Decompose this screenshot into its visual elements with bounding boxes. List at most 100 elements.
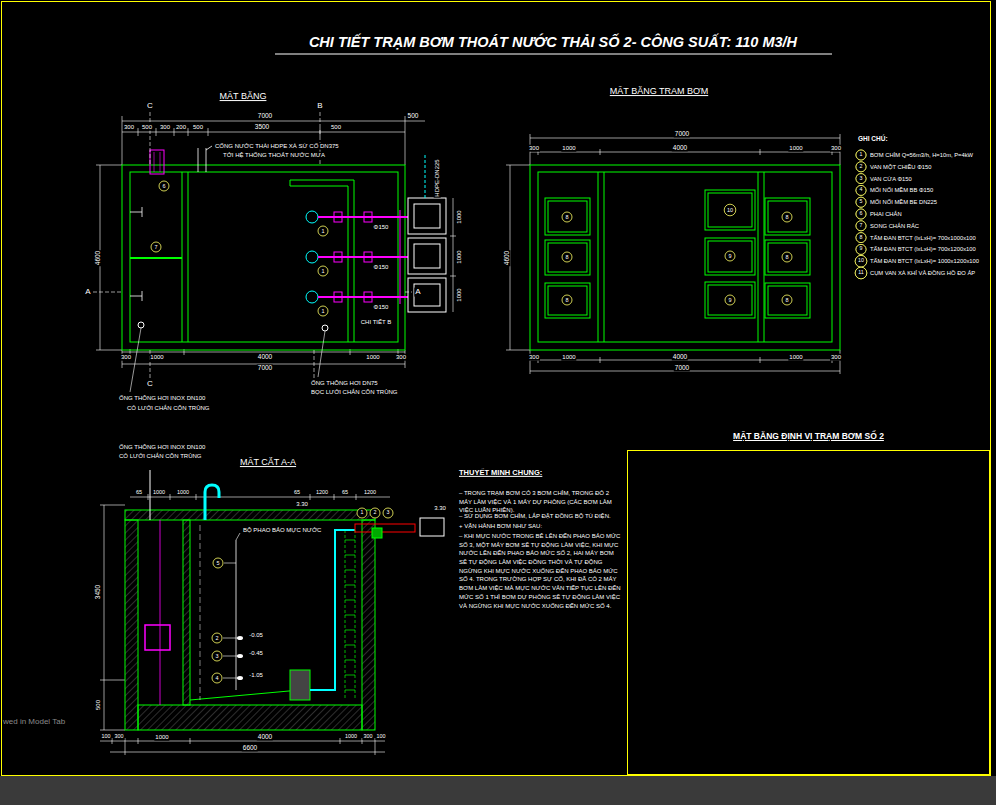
drawing-label: HDPE-DN225 (434, 158, 441, 197)
drawing-label: GHI CHÚ: (857, 135, 889, 142)
drawing-label: 4000 (257, 733, 273, 740)
callout-number: 4 (215, 675, 218, 681)
drawing-label: 7000 (674, 130, 690, 137)
drawing-label: 300 (528, 145, 540, 152)
drawing-label: -0.05 (248, 632, 264, 639)
drawing-label: 1200 (315, 489, 329, 495)
legend-text: SONG CHẮN RÁC (870, 223, 919, 229)
drawing-label: BỘ PHAO BÁO MỰC NƯỚC (242, 527, 322, 534)
drawing-label: 1000 (561, 354, 576, 361)
callout-circle (562, 252, 572, 262)
drawing-label: 500 (407, 112, 420, 119)
callout-number: 1 (860, 152, 863, 158)
callout-circle (370, 508, 380, 518)
callout-circle (855, 267, 867, 279)
drawing-label: 300 (363, 734, 374, 740)
drawing-label: 1200 (363, 489, 377, 495)
drawing-label: 1000 (344, 734, 358, 740)
drawing-label: 7000 (257, 112, 273, 119)
callout-number: 1 (321, 308, 324, 314)
drawing-label: -0.45 (248, 650, 264, 657)
legend-text: PHAI CHẮN (870, 211, 902, 217)
callout-circle (855, 255, 867, 267)
view-heading: MẶT BẰNG (219, 92, 268, 102)
drawing-label: 1000 (456, 209, 463, 224)
callout-number: 9 (728, 297, 731, 303)
callout-number: 7 (154, 244, 157, 250)
callout-number: 10 (858, 258, 864, 264)
callout-circle (357, 508, 367, 518)
drawing-label: 65 (341, 489, 349, 495)
callout-circle (856, 209, 866, 219)
legend-text: BƠM CHÌM Q=56m3/h, H=10m, P=4kW (870, 152, 973, 158)
drawing-label: 100 (376, 734, 387, 740)
legend-text: MỐI NỐI MỀM BE DN225 (870, 199, 937, 205)
callout-number: 1 (321, 228, 324, 234)
callout-circle (318, 306, 328, 316)
legend-sample (855, 267, 867, 279)
callout-number: 8 (860, 235, 863, 241)
drawing-label: 1000 (561, 145, 576, 152)
drawing-label: 7000 (257, 364, 273, 371)
drawing-label: 1000 (788, 145, 803, 152)
legend-text: CỤM VAN XẢ KHÍ VÀ ĐỒNG HỒ ĐO ÁP (870, 270, 975, 276)
callout-circle (856, 244, 866, 254)
callout-number: 1 (361, 510, 364, 516)
drawing-label: 300 (528, 354, 540, 361)
legend-sample (856, 174, 866, 184)
drawing-label: 300 (159, 124, 171, 131)
drawing-label: CÓ LƯỚI CHẮN CÔN TRÙNG (126, 405, 211, 412)
callout-circle (318, 266, 328, 276)
callout-number: 9 (860, 246, 863, 252)
callout-circle (856, 197, 866, 207)
note-text: – KHI MỰC NƯỚC TRONG BỂ LÊN ĐẾN PHAO BÁO… (458, 532, 624, 610)
drawing-label: 7000 (674, 364, 690, 371)
callout-number: 8 (565, 297, 568, 303)
drawing-label: 1000 (152, 489, 166, 495)
callout-circle (159, 181, 169, 191)
callout-circle (724, 204, 736, 216)
legend-text: MỐI NỐI MỀM BB Φ150 (870, 187, 933, 193)
drawing-label: 3.30 (433, 505, 447, 512)
legend-text: TẤM ĐAN BTCT (lxLxH)= 1000x1200x100 (870, 258, 979, 264)
view-heading: MẶT BẰNG TRẠM BƠM (609, 87, 709, 97)
drawing-label: A (84, 288, 91, 297)
drawing-label: 1000 (456, 249, 463, 264)
callout-circle (782, 252, 792, 262)
callout-number: 8 (565, 214, 568, 220)
drawing-label: ỐNG THÔNG HƠI INOX DN100 (118, 444, 206, 451)
callout-number: 5 (216, 560, 219, 566)
drawing-label: 4600 (94, 250, 101, 266)
legend-sample (856, 162, 866, 172)
callout-circle (318, 226, 328, 236)
drawing-label: 1000 (788, 354, 803, 361)
view-heading: THUYẾT MINH CHUNG: (458, 469, 543, 477)
drawing-label: 1000 (149, 354, 164, 361)
callout-number: 2 (374, 510, 377, 516)
drawing-label: 300 (114, 734, 125, 740)
site-plan-panel: MẶT BẰNG ĐỊNH VỊ TRẠM BƠM SỐ 2 (627, 450, 990, 775)
callout-circle (856, 174, 866, 184)
callout-number: 1 (321, 268, 324, 274)
panel-heading: MẶT BẰNG ĐỊNH VỊ TRẠM BƠM SỐ 2 (628, 432, 989, 441)
callout-circle (725, 251, 735, 261)
drawing-label: BỌC LƯỚI CHẮN CÔN TRÙNG (310, 389, 399, 396)
callout-circle (212, 633, 222, 643)
callout-circle (725, 295, 735, 305)
drawing-label: B (316, 102, 323, 111)
drawing-label: Φ150 (373, 264, 390, 271)
drawing-label: 500 (192, 124, 204, 131)
callout-number: 10 (727, 207, 733, 213)
drawing-label: CHI TIẾT B (360, 319, 392, 326)
callout-number: 8 (785, 214, 788, 220)
note-text: + VẬN HÀNH BƠM NHƯ SAU: (458, 522, 624, 531)
drawing-label: 4600 (503, 250, 510, 266)
callout-number: 7 (860, 223, 863, 229)
callout-number: 3 (215, 653, 218, 659)
drawing-label: ỐNG THÔNG HƠI DN75 (310, 380, 379, 387)
drawing-label: C (146, 102, 154, 111)
drawing-label: 500 (95, 699, 102, 711)
drawing-label: 4000 (257, 353, 273, 360)
